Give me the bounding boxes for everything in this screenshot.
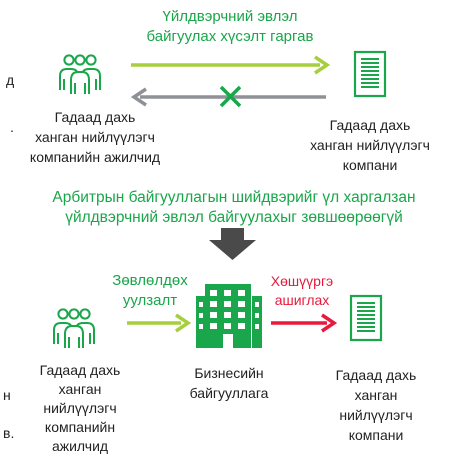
request-arrow-label: Үйлдвэрчний эвлэл байгуулах хүсэлт гарга… (146, 8, 314, 45)
edge-fragment: в. (3, 425, 15, 441)
top-left-label: Гадаад дахь ханган нийлүүлэгч компанийн … (29, 109, 161, 165)
outcome-caption: Арбитрын байгууллагын шийдвэрийг үл харг… (52, 189, 416, 226)
people-group-icon (59, 54, 101, 95)
consult-arrow (127, 313, 192, 333)
bottom-right-label: Гадаад дахь ханган нийлүүлэгч компани (335, 367, 417, 443)
down-arrow (209, 228, 256, 260)
bottom-left-label: Гадаад дахь ханган нийлүүлэгч компанийн … (39, 362, 121, 454)
building-icon (196, 284, 262, 348)
document-icon (349, 294, 383, 342)
people-group-icon (53, 308, 95, 349)
top-right-label: Гадаад дахь ханган нийлүүлэгч компани (310, 117, 430, 173)
pressure-label: Хөшүүргэ ашиглах (270, 273, 334, 308)
request-arrow (131, 55, 331, 75)
edge-fragment: . (10, 119, 14, 135)
document-icon (353, 50, 387, 98)
consult-label: Зөвлөлдөх уулзалт (112, 272, 188, 309)
bottom-center-label: Бизнесийн байгууллага (189, 365, 269, 401)
x-mark-icon (219, 85, 242, 108)
edge-fragment: н (3, 387, 11, 403)
edge-fragment: д (6, 72, 15, 88)
pressure-arrow (271, 313, 338, 333)
